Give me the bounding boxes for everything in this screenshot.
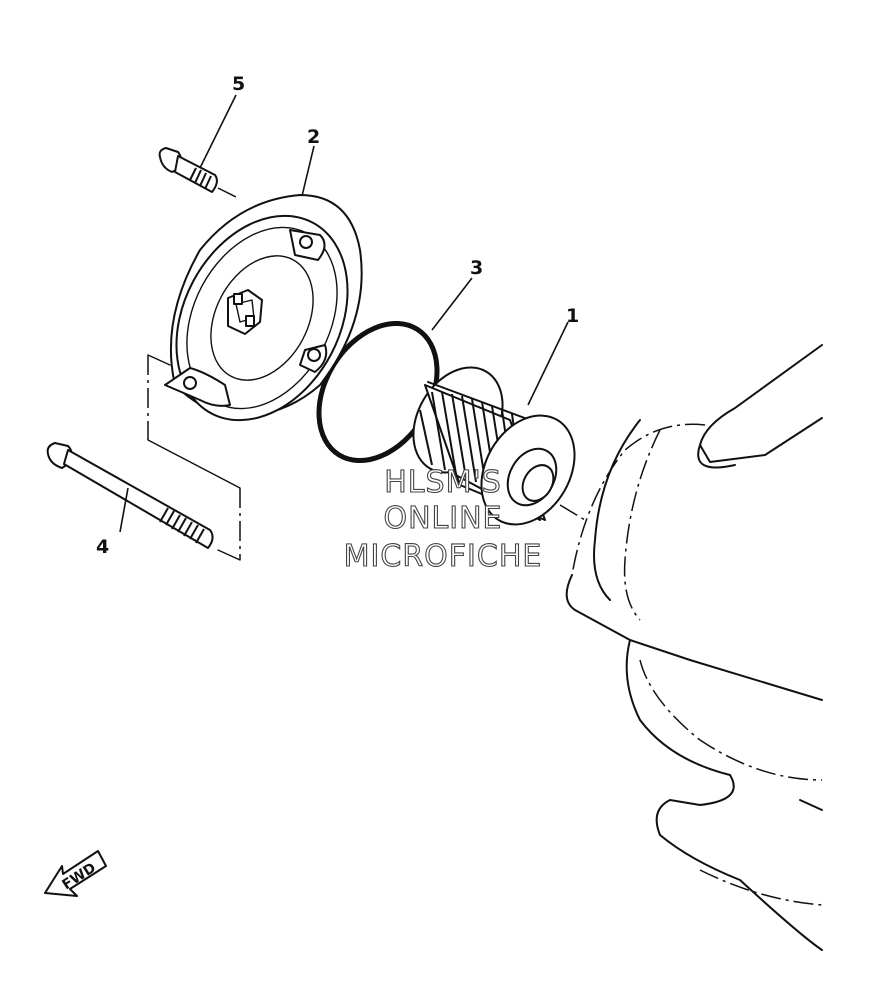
- part-label-5: 5: [232, 73, 245, 95]
- part-label-4: 4: [96, 536, 109, 558]
- oil-filter-element: [412, 366, 586, 526]
- long-bolt: [46, 442, 214, 549]
- short-bolt: [158, 147, 239, 199]
- leader-lines: [119, 94, 569, 533]
- watermark-line-1: HLSM'S: [384, 465, 502, 500]
- crankcase-outline: [565, 344, 823, 951]
- watermark-line-2: ONLINE: [383, 501, 502, 536]
- fwd-arrow-badge: FWD: [44, 850, 107, 897]
- watermark-line-3: MICROFICHE: [344, 539, 543, 574]
- part-label-2: 2: [307, 126, 320, 148]
- alignment-bracket: [147, 354, 241, 561]
- filter-cover: [164, 194, 363, 422]
- part-label-1: 1: [566, 305, 579, 327]
- part-label-3: 3: [470, 257, 483, 279]
- watermark: HLSM'S ONLINE MICROFICHE: [343, 464, 543, 574]
